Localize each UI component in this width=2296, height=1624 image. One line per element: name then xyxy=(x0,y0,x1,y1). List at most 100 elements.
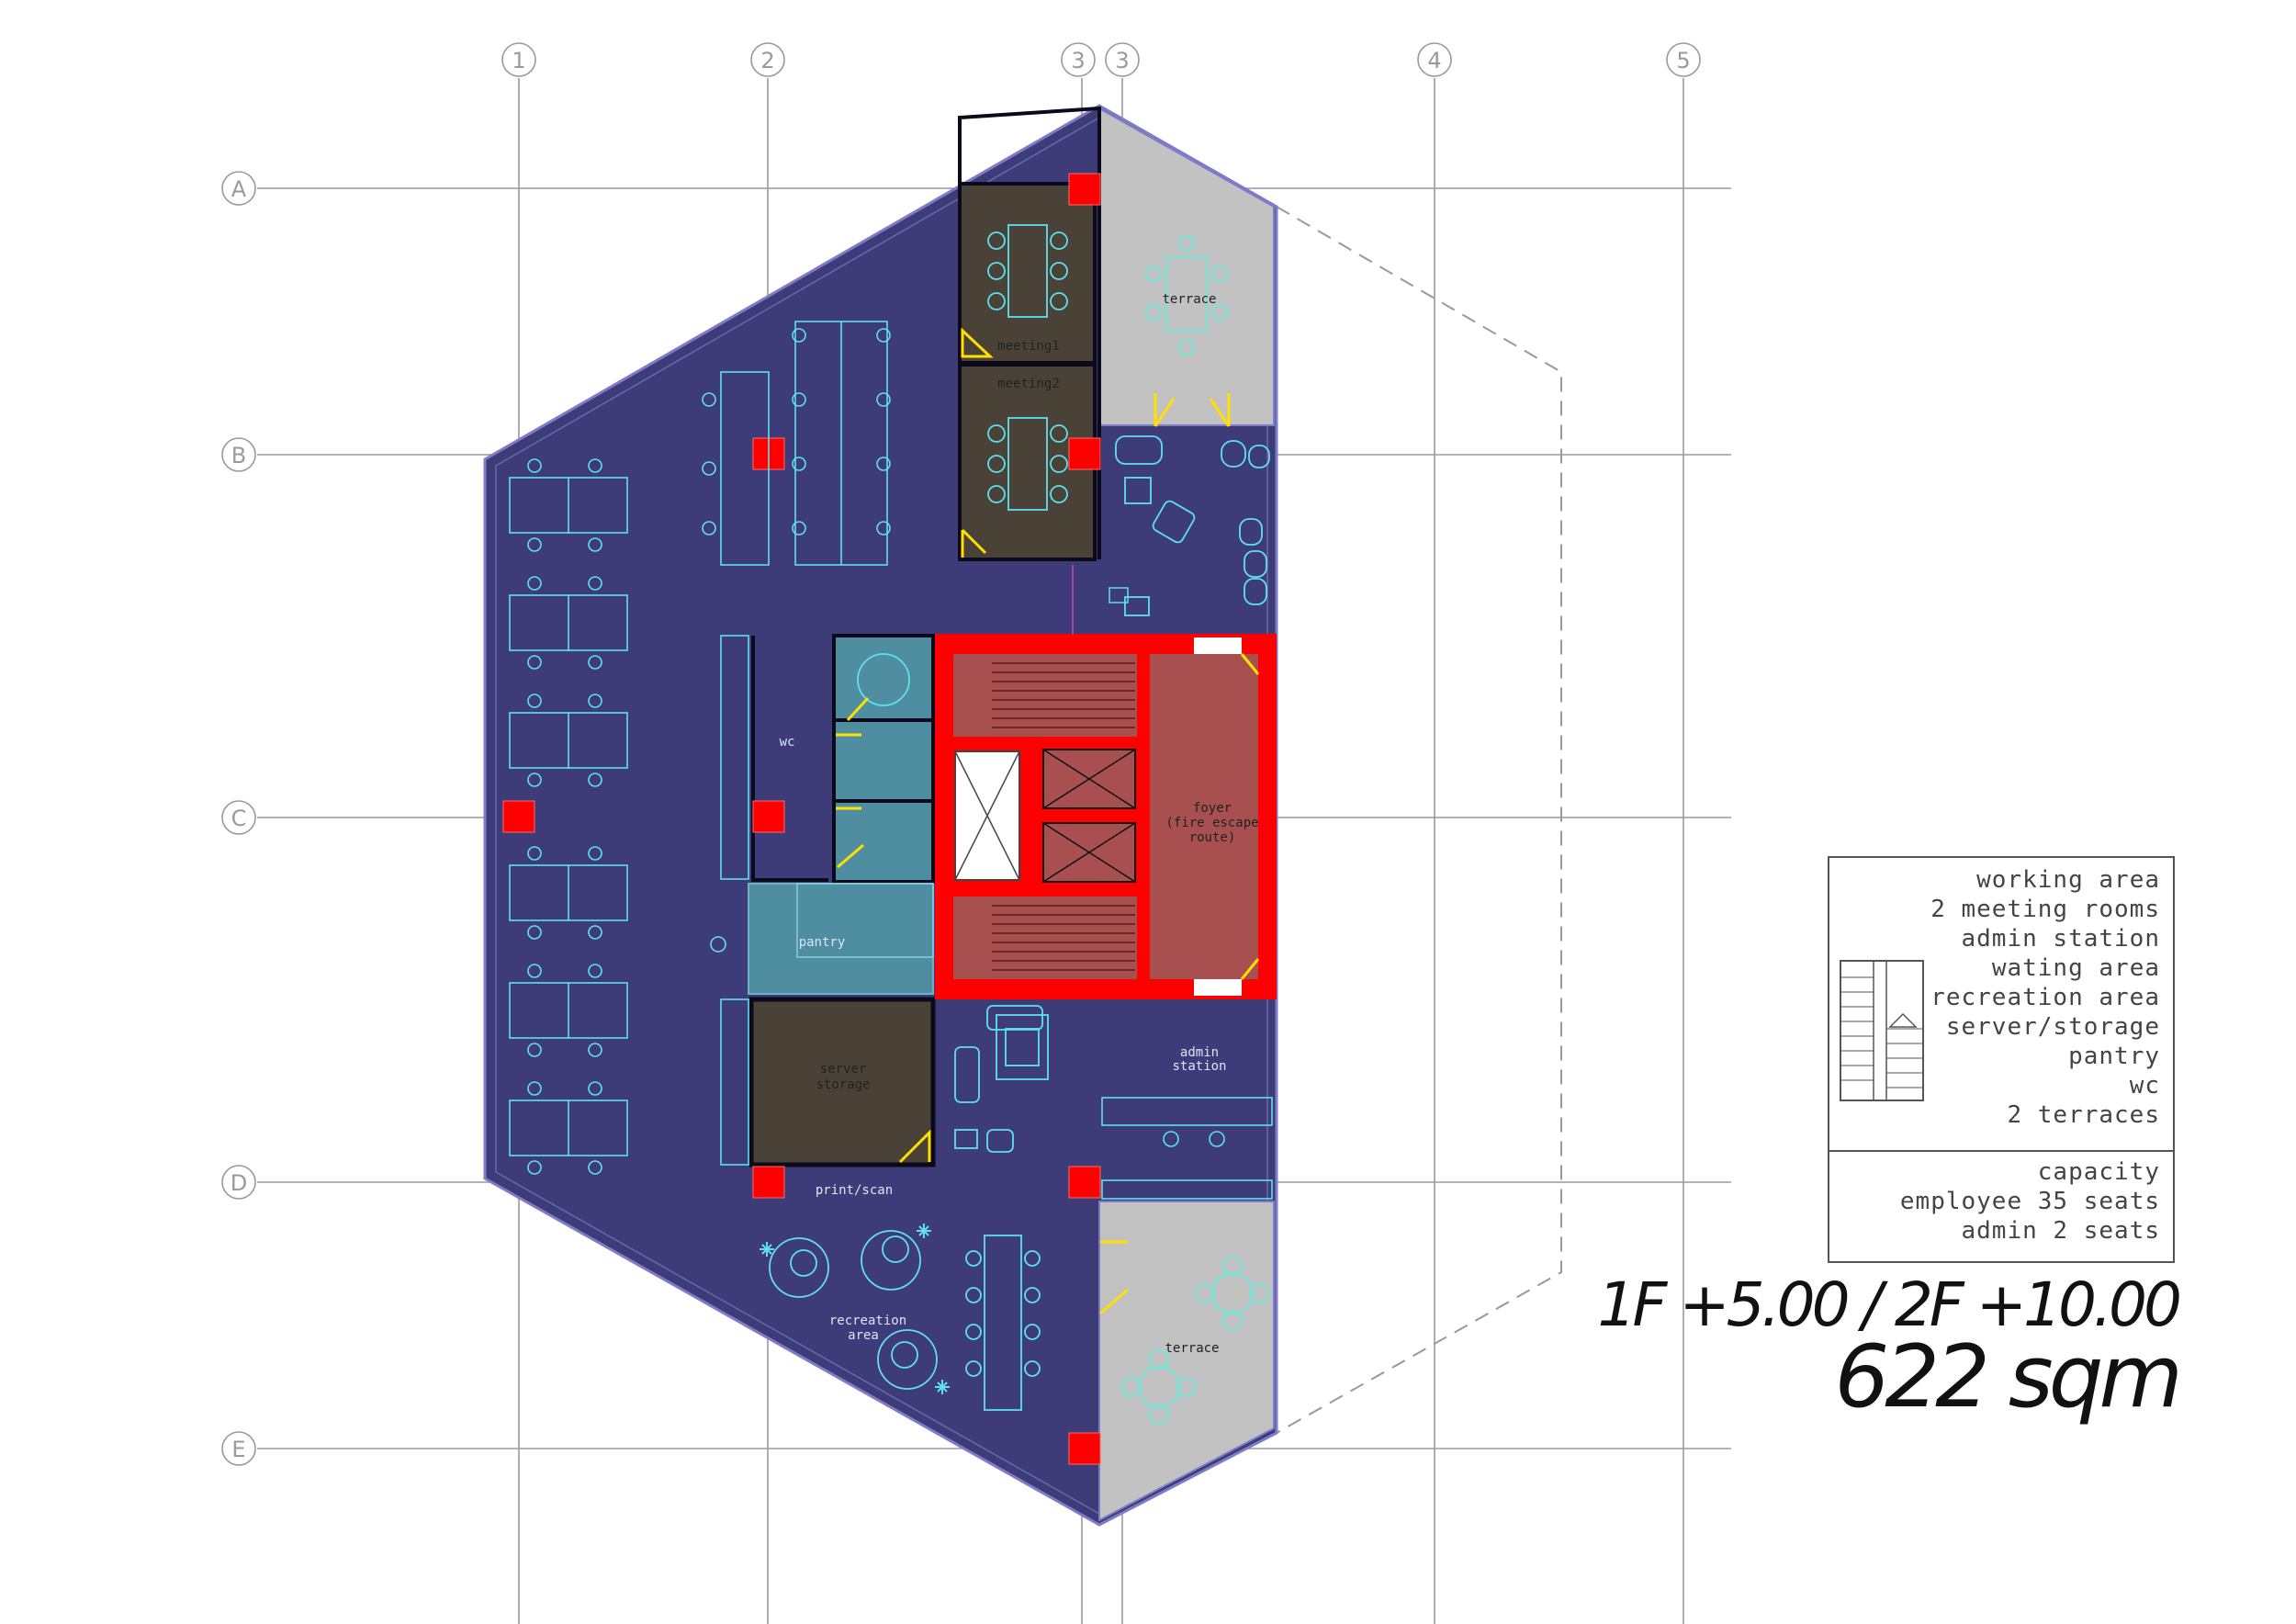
grid-label-col-1: 1 xyxy=(512,48,525,73)
grid-label-col-3a: 3 xyxy=(1071,48,1085,73)
grid-bubble-col-4 xyxy=(1417,42,1452,77)
column xyxy=(1068,437,1101,470)
stair-lower xyxy=(953,897,1137,979)
recreation-label-1: recreation xyxy=(829,1314,906,1328)
core-door-bottom xyxy=(1194,979,1242,996)
wc-room-b xyxy=(832,718,935,803)
recreation-label-2: area xyxy=(848,1328,879,1343)
capacity-admin: admin 2 seats xyxy=(1961,1217,2160,1245)
doors xyxy=(836,327,1260,1315)
column xyxy=(752,1166,785,1199)
meeting-wall xyxy=(958,106,1101,559)
grid-bubble-row-C xyxy=(221,800,256,835)
grid-bubble-row-E xyxy=(221,1431,256,1466)
capacity-employee: employee 35 seats xyxy=(1899,1188,2160,1215)
grid-label-row-E: E xyxy=(231,1437,245,1462)
meeting-table-1 xyxy=(1007,224,1048,318)
capacity-heading: capacity xyxy=(2037,1158,2160,1186)
meeting2-label: meeting2 xyxy=(997,377,1059,391)
terrace-bottom-label: terrace xyxy=(1165,1341,1219,1356)
grid-label-row-B: B xyxy=(231,443,246,468)
workstations-west xyxy=(509,321,1273,1200)
column xyxy=(502,800,535,833)
chairs-west xyxy=(527,328,1225,1175)
legend-item: working area xyxy=(1976,866,2160,894)
stair-upper xyxy=(953,654,1137,737)
grid-bubble-row-D xyxy=(221,1165,256,1200)
column xyxy=(1068,1432,1101,1465)
foyer-area xyxy=(1150,654,1258,979)
level-label: 1F +5.00 / 2F +10.00 xyxy=(1597,1269,2182,1340)
grid-label-col-3b: 3 xyxy=(1115,48,1129,73)
dining-table xyxy=(984,1235,1022,1411)
column xyxy=(752,800,785,833)
lounge-furniture xyxy=(769,435,1270,1390)
pantry-counter xyxy=(796,883,934,958)
grid-label-col-5: 5 xyxy=(1676,48,1690,73)
column xyxy=(1068,173,1101,206)
terrace-top-label: terrace xyxy=(1162,292,1216,307)
capacity-list: capacity employee 35 seats admin 2 seats xyxy=(1900,1157,2160,1246)
foyer-label-3: route) xyxy=(1189,830,1236,845)
server-label-2: storage xyxy=(816,1077,870,1092)
legend-item: server/storage xyxy=(1945,1013,2160,1041)
wc-wall xyxy=(751,636,828,882)
core-door-top xyxy=(1194,637,1242,654)
meeting1-label: meeting1 xyxy=(997,339,1059,354)
grid-bubble-row-A xyxy=(221,171,256,206)
foyer-label-2: (fire escape xyxy=(1165,816,1258,830)
legend-item: 2 terraces xyxy=(2007,1101,2160,1129)
legend-item: pantry xyxy=(2068,1043,2160,1070)
legend-box: working area 2 meeting rooms admin stati… xyxy=(1828,856,2175,1263)
admin-label-2: station xyxy=(1172,1059,1226,1074)
round-table xyxy=(857,653,910,706)
grid-bubble-row-B xyxy=(221,437,256,472)
terrace-table-round xyxy=(1211,1272,1254,1314)
terrace-bottom-area xyxy=(1098,1201,1275,1522)
grid-label-row-A: A xyxy=(231,176,247,202)
grid-label-row-D: D xyxy=(231,1170,247,1196)
meeting-table-2 xyxy=(1007,417,1048,511)
wc-room-a xyxy=(832,634,935,722)
legend-divider xyxy=(1829,1150,2173,1152)
grid-bubble-col-3b xyxy=(1105,42,1140,77)
area-label: 622 sqm xyxy=(1834,1327,2183,1427)
pantry-label: pantry xyxy=(799,935,846,950)
grid-label-row-C: C xyxy=(231,806,247,831)
meeting-furniture xyxy=(965,224,1068,1411)
legend-item: recreation area xyxy=(1930,984,2160,1011)
grid-bubbles xyxy=(221,42,1701,1466)
server-label-1: server xyxy=(820,1062,867,1077)
wc-label: wc xyxy=(780,735,795,750)
room-labels-light: wc pantry admin station print/scan recre… xyxy=(780,735,1227,1343)
column xyxy=(1068,1166,1101,1199)
wc-room-c xyxy=(832,799,935,884)
grid-bubble-col-3a xyxy=(1061,42,1096,77)
legend-item: wating area xyxy=(1991,954,2160,982)
legend-item: admin station xyxy=(1961,925,2160,953)
grid-label-col-2: 2 xyxy=(760,48,774,73)
grid-bubble-labels: 1 2 3 3 4 5 A B C D E xyxy=(231,48,1691,1462)
foyer-label-1: foyer xyxy=(1193,801,1232,816)
stair-treads xyxy=(992,662,1135,971)
upper-floor-outline xyxy=(1276,206,1562,1434)
plants xyxy=(760,1224,950,1394)
terrace-table-top xyxy=(1165,256,1208,332)
print-scan-label: print/scan xyxy=(816,1183,893,1198)
admin-label-1: admin xyxy=(1180,1045,1219,1060)
terrace-furniture xyxy=(1121,235,1270,1425)
meeting-room-1 xyxy=(958,182,1097,365)
server-storage-room xyxy=(748,997,936,1167)
grid-bubble-col-2 xyxy=(750,42,785,77)
legend-item: 2 meeting rooms xyxy=(1930,896,2160,923)
terrace-table-round xyxy=(1138,1366,1180,1408)
grid-label-col-4: 4 xyxy=(1427,48,1441,73)
pantry-room xyxy=(748,883,934,995)
legend-stair-icon xyxy=(1840,960,1924,1101)
grid-bubble-col-5 xyxy=(1666,42,1701,77)
room-labels: meeting1 meeting2 terrace terrace server… xyxy=(816,292,1258,1356)
legend-list: working area 2 meeting rooms admin stati… xyxy=(1930,865,2160,1130)
grid-bubble-col-1 xyxy=(501,42,536,77)
legend-item: wc xyxy=(2129,1072,2160,1100)
